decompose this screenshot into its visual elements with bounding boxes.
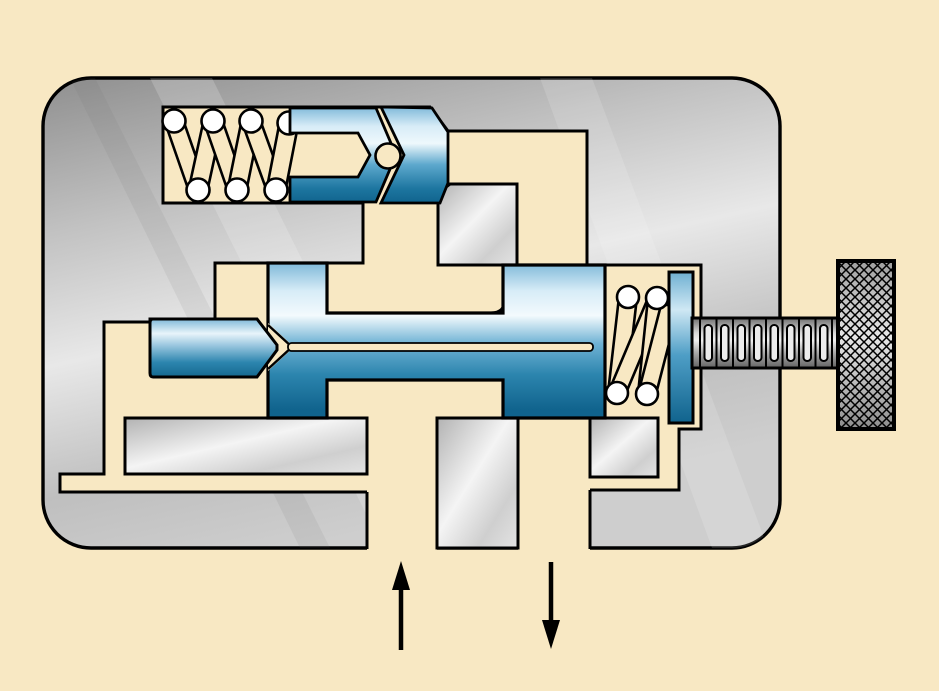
pilot-spring-coil-bands — [162, 119, 301, 192]
seat-pin — [148, 317, 279, 379]
adjusting-screw — [690, 316, 840, 370]
pilot-spring — [161, 108, 302, 203]
spring-chamber-wall — [590, 263, 703, 492]
main-spool-body — [266, 261, 607, 420]
seat-edge-lines — [267, 324, 293, 370]
island-lower-left — [123, 416, 369, 476]
pilot-drilling — [287, 342, 594, 352]
thread-segment-lines — [699, 319, 833, 367]
poppet-cross-hole — [374, 142, 402, 170]
poppet-head — [378, 105, 450, 205]
island-between-ports — [435, 416, 520, 550]
body-islands — [123, 182, 660, 550]
outlet-port-channel — [518, 418, 590, 552]
main-spool — [266, 261, 607, 420]
spring-seat-washer — [667, 270, 695, 425]
inlet-port-channel — [327, 380, 503, 552]
pilot-poppet — [288, 105, 450, 205]
outlet-arrow-head — [542, 620, 560, 649]
island-seat-block — [436, 182, 519, 267]
pilot-spring-coil-ends — [161, 108, 302, 203]
flow-arrow-outlet — [542, 562, 560, 649]
drain-gallery-wall — [58, 261, 367, 494]
inlet-arrow-head — [392, 561, 410, 590]
flow-arrow-inlet — [392, 561, 410, 650]
seat-gap — [268, 323, 294, 371]
knurled-knob — [836, 259, 896, 431]
poppet-spring-retainer — [288, 106, 398, 204]
island-lower-right — [588, 416, 660, 479]
knob-knurl-pattern — [836, 259, 896, 431]
thread-slots — [703, 324, 829, 362]
